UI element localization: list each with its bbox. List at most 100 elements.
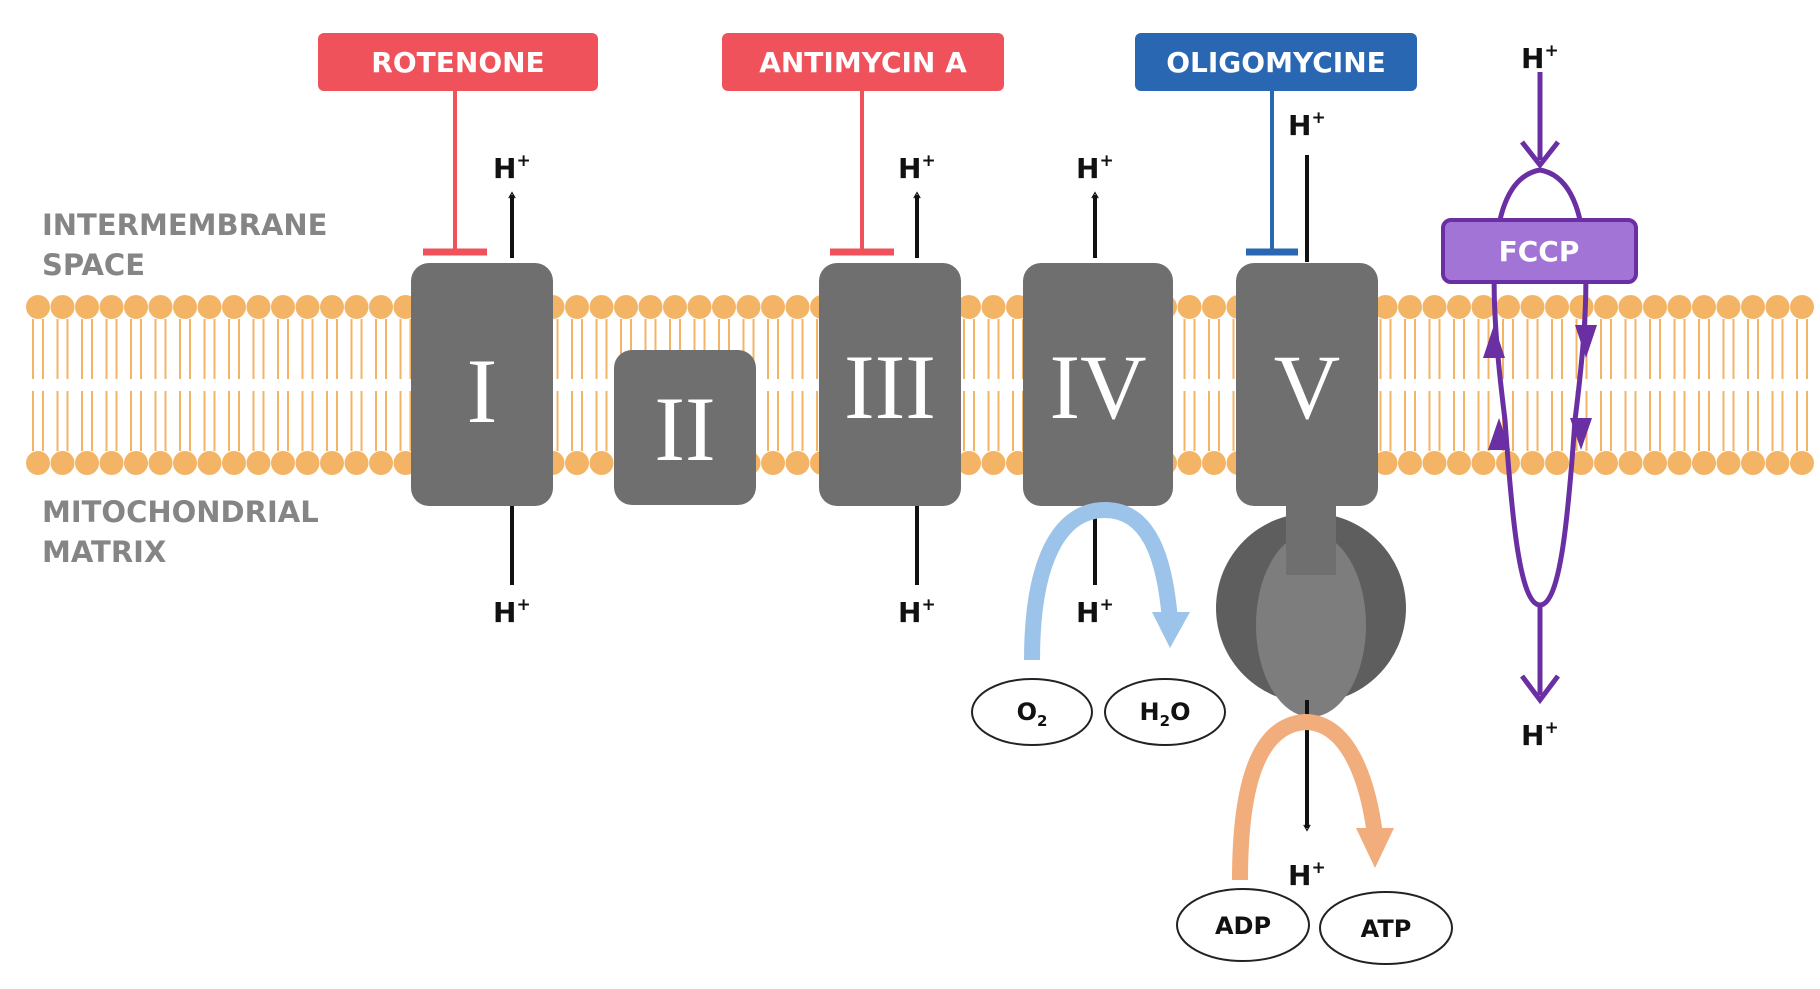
lipid-head xyxy=(344,295,369,319)
lipid-head xyxy=(1520,295,1545,319)
lipid-head xyxy=(99,451,124,475)
lipid-head xyxy=(271,451,295,475)
matrix-label-line1: MITOCHONDRIAL xyxy=(42,495,319,529)
intermembrane-label-line1: INTERMEMBRANE xyxy=(42,208,327,242)
antimycin-box xyxy=(722,33,1004,91)
fccp-box xyxy=(1441,218,1638,284)
lipid-head xyxy=(1422,295,1447,319)
lipid-head xyxy=(271,295,295,319)
lipid-head xyxy=(957,451,981,475)
fccp-proton-shuttle xyxy=(1483,72,1597,705)
h-plus-iv-top: H+ xyxy=(1076,151,1114,185)
lipid-head xyxy=(663,295,687,319)
lipid-head xyxy=(1692,451,1716,475)
lipid-head xyxy=(222,295,246,319)
lipid-head xyxy=(638,295,663,319)
lipid-head xyxy=(1520,451,1545,475)
adp-label: ADP xyxy=(1215,912,1271,940)
lipid-head xyxy=(295,295,320,319)
rotenone-box xyxy=(318,33,598,91)
lipid-head xyxy=(1422,451,1447,475)
complex-iv-label: IV xyxy=(1049,336,1146,438)
lipid-head xyxy=(148,451,173,475)
complex-iii-label: III xyxy=(844,336,936,438)
complex-v xyxy=(1236,263,1378,506)
complex-iv xyxy=(1023,263,1173,506)
h2o-ellipse xyxy=(1104,678,1226,746)
lipid-head xyxy=(1202,451,1226,475)
lipid-head xyxy=(1545,295,1569,319)
lipid-head xyxy=(1594,451,1618,475)
lipid-head xyxy=(1202,295,1226,319)
lipid-head xyxy=(1643,451,1667,475)
lipid-head xyxy=(1398,451,1422,475)
lipid-head xyxy=(295,451,320,475)
atp-synthase-head xyxy=(1216,495,1406,717)
fccp-label: FCCP xyxy=(1499,235,1580,268)
lipid-head xyxy=(1177,295,1202,319)
lipid-head xyxy=(1569,451,1594,475)
atp-ellipse xyxy=(1319,891,1453,965)
lipid-head xyxy=(1398,295,1422,319)
lipid-head xyxy=(173,295,197,319)
h-plus-iv-bottom: H+ xyxy=(1076,595,1114,629)
lipid-head xyxy=(26,451,50,475)
h-plus-iii-bottom: H+ xyxy=(898,595,936,629)
lipid-head xyxy=(687,295,712,319)
lipid-head xyxy=(1594,295,1618,319)
lipid-head xyxy=(1471,295,1496,319)
lipid-head xyxy=(197,451,222,475)
lipid-head xyxy=(1618,451,1643,475)
atp-label: ATP xyxy=(1361,915,1412,943)
lipid-head xyxy=(344,451,369,475)
lipid-head xyxy=(1765,295,1790,319)
o2-to-h2o-arrow xyxy=(1024,501,1190,661)
lipid-head xyxy=(75,451,99,475)
lipid-head xyxy=(1716,295,1741,319)
complex-iii xyxy=(819,263,961,506)
lipid-head xyxy=(1373,451,1398,475)
complex-v-label: V xyxy=(1274,336,1340,438)
lipid-head xyxy=(1545,451,1569,475)
lipid-head xyxy=(222,451,246,475)
lipid-head xyxy=(50,295,75,319)
lipid-head xyxy=(1667,295,1692,319)
lipid-head xyxy=(75,295,99,319)
lipid-head xyxy=(761,295,785,319)
rotenone-inhibition-bar xyxy=(423,91,487,256)
oligomycine-label: OLIGOMYCINE xyxy=(1166,46,1386,79)
intermembrane-label-line2: SPACE xyxy=(42,248,145,282)
lipid-head xyxy=(1716,451,1741,475)
lipid-head xyxy=(320,451,344,475)
antimycin-label: ANTIMYCIN A xyxy=(759,46,967,79)
lipid-head xyxy=(957,295,981,319)
lipid-head xyxy=(1177,451,1202,475)
lipid-head xyxy=(785,451,810,475)
lipid-head xyxy=(197,295,222,319)
lipid-head xyxy=(1569,295,1594,319)
lipid-head xyxy=(1692,295,1716,319)
complex-ii-label: II xyxy=(654,378,715,480)
matrix-label-line2: MATRIX xyxy=(42,535,166,569)
lipid-head xyxy=(1741,451,1765,475)
lipid-head xyxy=(712,295,736,319)
complex-ii xyxy=(614,350,756,505)
lipid-head xyxy=(761,451,785,475)
adp-ellipse xyxy=(1176,888,1310,962)
h-plus-iii-top: H+ xyxy=(898,151,936,185)
lipid-head xyxy=(981,295,1006,319)
oligomycine-inhibition-bar xyxy=(1246,91,1298,256)
rotenone-label: ROTENONE xyxy=(371,46,544,79)
lipid-head xyxy=(173,451,197,475)
o2-ellipse xyxy=(971,678,1093,746)
lipid-head xyxy=(1618,295,1643,319)
h-plus-v-bottom: H+ xyxy=(1288,858,1326,892)
lipid-head xyxy=(26,295,50,319)
complex-i xyxy=(411,263,553,506)
lipid-head xyxy=(1667,451,1692,475)
lipid-head xyxy=(1765,451,1790,475)
antimycin-inhibition-bar xyxy=(830,91,894,256)
lipid-head xyxy=(369,295,393,319)
